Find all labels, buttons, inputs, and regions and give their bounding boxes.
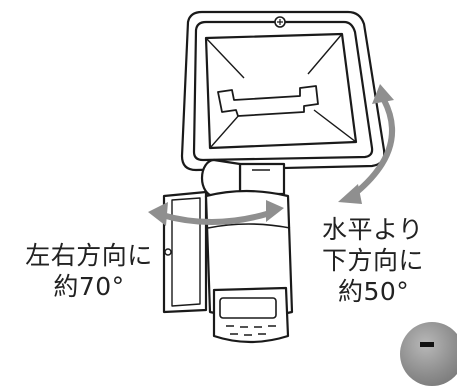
sensor-body [204, 189, 294, 344]
floodlight-head [180, 10, 386, 172]
vertical-tilt-arrow [338, 84, 395, 204]
vertical-angle-caption: 水平より 下方向に 約50° [322, 214, 452, 307]
vertical-caption-line-1: 水平より [322, 215, 424, 244]
corner-button-badge [400, 322, 457, 386]
horizontal-caption-line-2: 約70° [53, 272, 125, 301]
wall-bracket [162, 190, 208, 314]
vertical-caption-line-2: 下方向に [322, 246, 425, 275]
horizontal-rotation-arrow [148, 200, 284, 226]
sensor-light-illustration [148, 10, 395, 344]
minus-icon [420, 342, 434, 347]
horizontal-angle-caption: 左右方向に 約70° [14, 240, 164, 302]
horizontal-caption-line-1: 左右方向に [25, 241, 153, 270]
mount-arm [200, 158, 286, 198]
vertical-caption-line-3: 約50° [338, 277, 410, 306]
